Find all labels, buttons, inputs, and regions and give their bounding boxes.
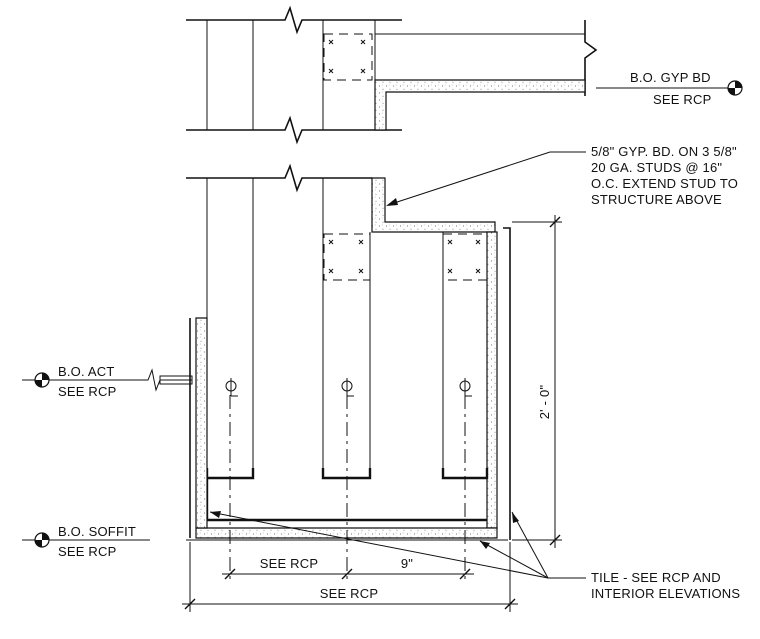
dimension-height-label: 2' - 0" <box>537 385 552 420</box>
tile-note-line-2: INTERIOR ELEVATIONS <box>591 586 740 601</box>
dimension-height <box>512 215 562 548</box>
upper-wall-section <box>186 5 598 145</box>
bo-act-ref: SEE RCP <box>58 384 116 399</box>
lower-wall-section <box>186 163 511 541</box>
centerline-symbol <box>225 378 472 397</box>
stud-note-line-1: 5/8" GYP. BD. ON 3 5/8" <box>591 144 737 159</box>
stud-note-line-3: O.C. EXTEND STUD TO <box>591 176 738 191</box>
bo-gyp-bd-label: B.O. GYP BD <box>630 70 711 85</box>
left-gyp-wall <box>183 317 208 538</box>
stud-note-line-2: 20 GA. STUDS @ 16" <box>591 160 722 175</box>
tile-note-line-1: TILE - SEE RCP AND <box>591 570 721 585</box>
bo-gyp-bd-ref: SEE RCP <box>653 92 711 107</box>
elevation-target-gyp-bd <box>596 80 743 96</box>
elevation-target-soffit <box>22 532 150 548</box>
dimension-bottom-right-label: 9" <box>401 556 413 571</box>
dimension-overall-label: SEE RCP <box>320 586 378 601</box>
dimension-bottom <box>182 542 518 612</box>
leader-tile-note <box>209 511 586 579</box>
dimension-bottom-left-label: SEE RCP <box>260 556 318 571</box>
bo-act-label: B.O. ACT <box>58 364 115 379</box>
leader-stud-note <box>386 151 586 206</box>
bo-soffit-ref: SEE RCP <box>58 544 116 559</box>
centerlines <box>225 378 472 580</box>
bo-soffit-label: B.O. SOFFIT <box>58 524 136 539</box>
act-ceiling-break <box>140 368 193 392</box>
elevation-target-act <box>22 372 140 388</box>
stud-note-line-4: STRUCTURE ABOVE <box>591 192 722 207</box>
